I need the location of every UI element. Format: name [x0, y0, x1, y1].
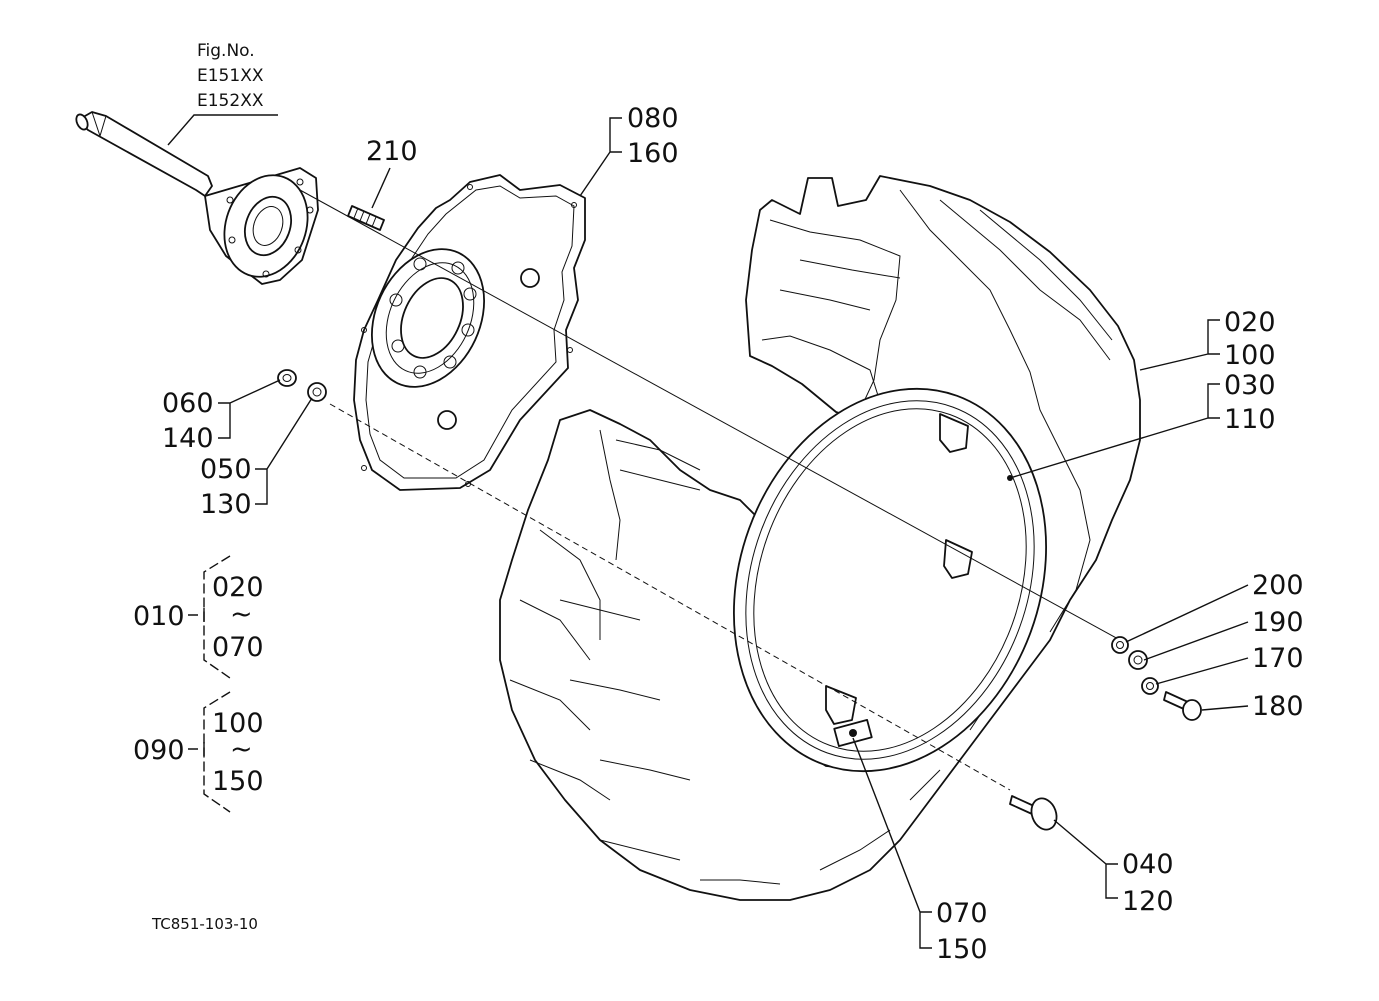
wheel-disc: [353, 174, 586, 491]
rim-marker-dot: [849, 729, 857, 737]
callout-040: 040: [1122, 849, 1174, 880]
callout-150: 150: [936, 934, 988, 965]
group-010-to: 070: [212, 632, 264, 663]
fig-no-label: Fig.No.: [197, 41, 255, 61]
leader-200: [1125, 584, 1249, 643]
group-090-bracket: [203, 691, 231, 813]
fig-code-2: E152XX: [197, 91, 264, 111]
callout-120: 120: [1122, 886, 1174, 917]
leader-080-160: [579, 117, 622, 197]
leader-030-110: [1009, 383, 1220, 479]
wheel-rim: [733, 387, 1047, 773]
bolt-180: [1163, 691, 1202, 721]
nut-190: [1128, 650, 1148, 670]
group-090-to: 150: [212, 766, 264, 797]
group-010-id: 010: [133, 601, 185, 632]
drawing-code: TC851-103-10: [151, 915, 258, 933]
group-090-id: 090: [133, 735, 185, 766]
callout-130: 130: [200, 489, 252, 520]
washer-170: [1141, 677, 1159, 695]
group-010-tick: [188, 608, 205, 622]
callout-170: 170: [1252, 643, 1304, 674]
axle-shaft: [75, 111, 213, 197]
callout-030: 030: [1224, 370, 1276, 401]
callout-070: 070: [936, 898, 988, 929]
group-090: 090 100 ~ 150: [133, 691, 264, 813]
leader-170: [1155, 657, 1249, 685]
callout-190: 190: [1252, 607, 1304, 638]
group-010: 010 020 ~ 070: [133, 555, 264, 679]
leader-070-150: [852, 737, 932, 949]
group-090-sep: ~: [230, 734, 253, 765]
bolt-axis-dashed: [329, 403, 1011, 791]
group-090-tick: [188, 742, 205, 756]
washer-200: [1111, 636, 1129, 654]
callout-050: 050: [200, 454, 252, 485]
leader-040-120: [1053, 819, 1118, 899]
nut-060: [277, 369, 297, 387]
callout-140: 140: [162, 423, 214, 454]
leader-210: [371, 167, 391, 209]
callout-020: 020: [1224, 307, 1276, 338]
leader-020-100: [1139, 319, 1220, 371]
leader-050-130: [255, 397, 313, 505]
bolt-040: [1009, 795, 1058, 831]
group-010-from: 020: [212, 572, 264, 603]
group-090-from: 100: [212, 708, 264, 739]
callout-110: 110: [1224, 404, 1276, 435]
group-010-sep: ~: [230, 599, 253, 630]
assembly-axis-line: [299, 189, 1121, 641]
washer-050: [307, 382, 327, 402]
axle-flange: [204, 167, 319, 285]
stud-bolt-210: [347, 205, 385, 231]
callout-100: 100: [1224, 340, 1276, 371]
fig-code-1: E151XX: [197, 66, 264, 86]
callout-200: 200: [1252, 570, 1304, 601]
leader-190: [1143, 621, 1249, 661]
callout-160: 160: [627, 138, 679, 169]
callout-080: 080: [627, 103, 679, 134]
fig-leader: [167, 114, 278, 146]
leader-060-140: [218, 379, 281, 439]
leader-180: [1201, 705, 1249, 711]
group-010-bracket: [203, 555, 231, 679]
callout-180: 180: [1252, 691, 1304, 722]
callout-060: 060: [162, 388, 214, 419]
callout-210: 210: [366, 136, 418, 167]
